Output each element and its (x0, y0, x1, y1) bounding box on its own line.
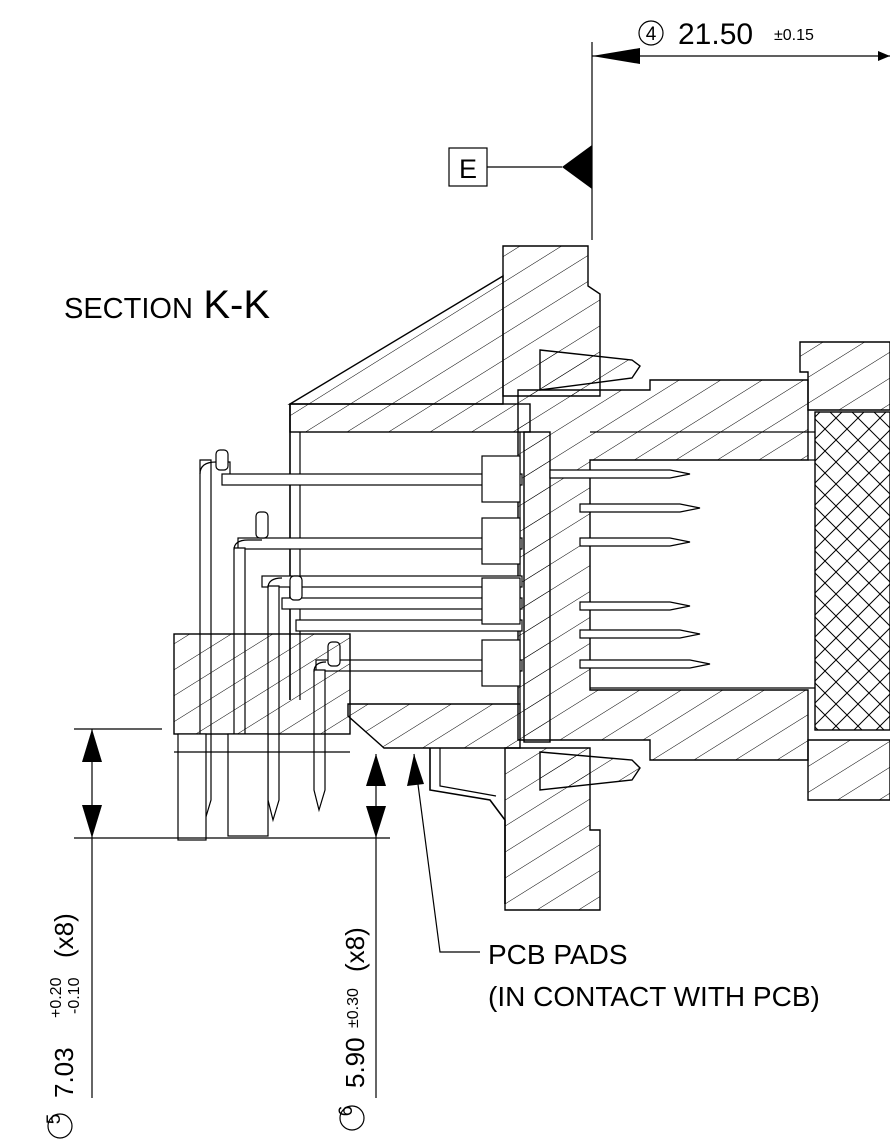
callout-arrowhead (407, 754, 424, 786)
dimension-4-arrowhead (592, 48, 640, 64)
svg-text:(x8): (x8) (340, 927, 370, 972)
dimension-6-value: 5.90 (340, 1037, 370, 1088)
contact-pins (173, 449, 711, 841)
svg-text:5.90: 5.90 (340, 1037, 370, 1088)
dimension-6: 5.90 ±0.30 (x8) 6 (336, 754, 386, 1131)
dimension-5-balloon (47, 1113, 73, 1139)
svg-text:(x8): (x8) (49, 913, 79, 958)
dimension-5-multiplier: (x8) (49, 913, 79, 958)
horizontal-pin-runs (221, 455, 523, 687)
dimension-5-arrowhead-top (82, 729, 102, 762)
dimension-5: 7.03 +0.20 -0.10 (x8) 5 (44, 728, 390, 1139)
connector-housing-section (287, 245, 890, 911)
dimension-6-balloon-number: 6 (336, 1106, 357, 1117)
dimension-4-tolerance: ±0.15 (774, 27, 814, 44)
dimension-4-arrowhead-right (878, 51, 890, 61)
dimension-4-value: 21.50 (678, 18, 753, 51)
datum-triangle (562, 145, 592, 189)
dimension-6-balloon (339, 1105, 365, 1131)
section-title-id: K-K (203, 283, 270, 327)
dimension-4: 4 21.50 ±0.15 (591, 18, 890, 240)
dimension-6-arrowhead-bottom (366, 806, 386, 838)
dimension-5-text: 7.03 +0.20 -0.10 (x8) (48, 913, 83, 1098)
dimension-5-value: 7.03 (49, 1047, 79, 1098)
dimension-4-balloon (638, 20, 664, 46)
dimension-6-arrowhead-top (366, 754, 386, 786)
datum-feature-e: E (448, 145, 592, 189)
svg-text:±0.30: ±0.30 (345, 988, 362, 1028)
svg-text:+0.20: +0.20 (48, 977, 65, 1018)
section-title: SECTION K-K (64, 283, 270, 327)
section-title-prefix: SECTION (64, 293, 193, 325)
dimension-4-balloon-number: 4 (646, 24, 657, 45)
callout-line-2: (IN CONTACT WITH PCB) (488, 981, 820, 1012)
seal-crosshatch (814, 411, 890, 731)
dimension-5-balloon-number: 5 (44, 1114, 65, 1125)
dimension-6-tolerance: ±0.30 (345, 988, 362, 1028)
svg-text:7.03: 7.03 (49, 1047, 79, 1098)
svg-text:-0.10: -0.10 (66, 977, 83, 1014)
mating-pin-tips (549, 469, 711, 669)
dimension-6-multiplier: (x8) (340, 927, 370, 972)
pcb-pads-callout: PCB PADS (IN CONTACT WITH PCB) (407, 753, 820, 1012)
dimension-6-text: 5.90 ±0.30 (x8) (340, 927, 370, 1088)
datum-label: E (459, 154, 477, 184)
standoff-block (173, 633, 351, 841)
dimension-5-tolerance-upper: +0.20 (48, 977, 65, 1018)
dimension-5-tolerance-lower: -0.10 (66, 977, 83, 1014)
callout-line-1: PCB PADS (488, 939, 628, 970)
dimension-5-arrowhead-bottom (82, 805, 102, 838)
